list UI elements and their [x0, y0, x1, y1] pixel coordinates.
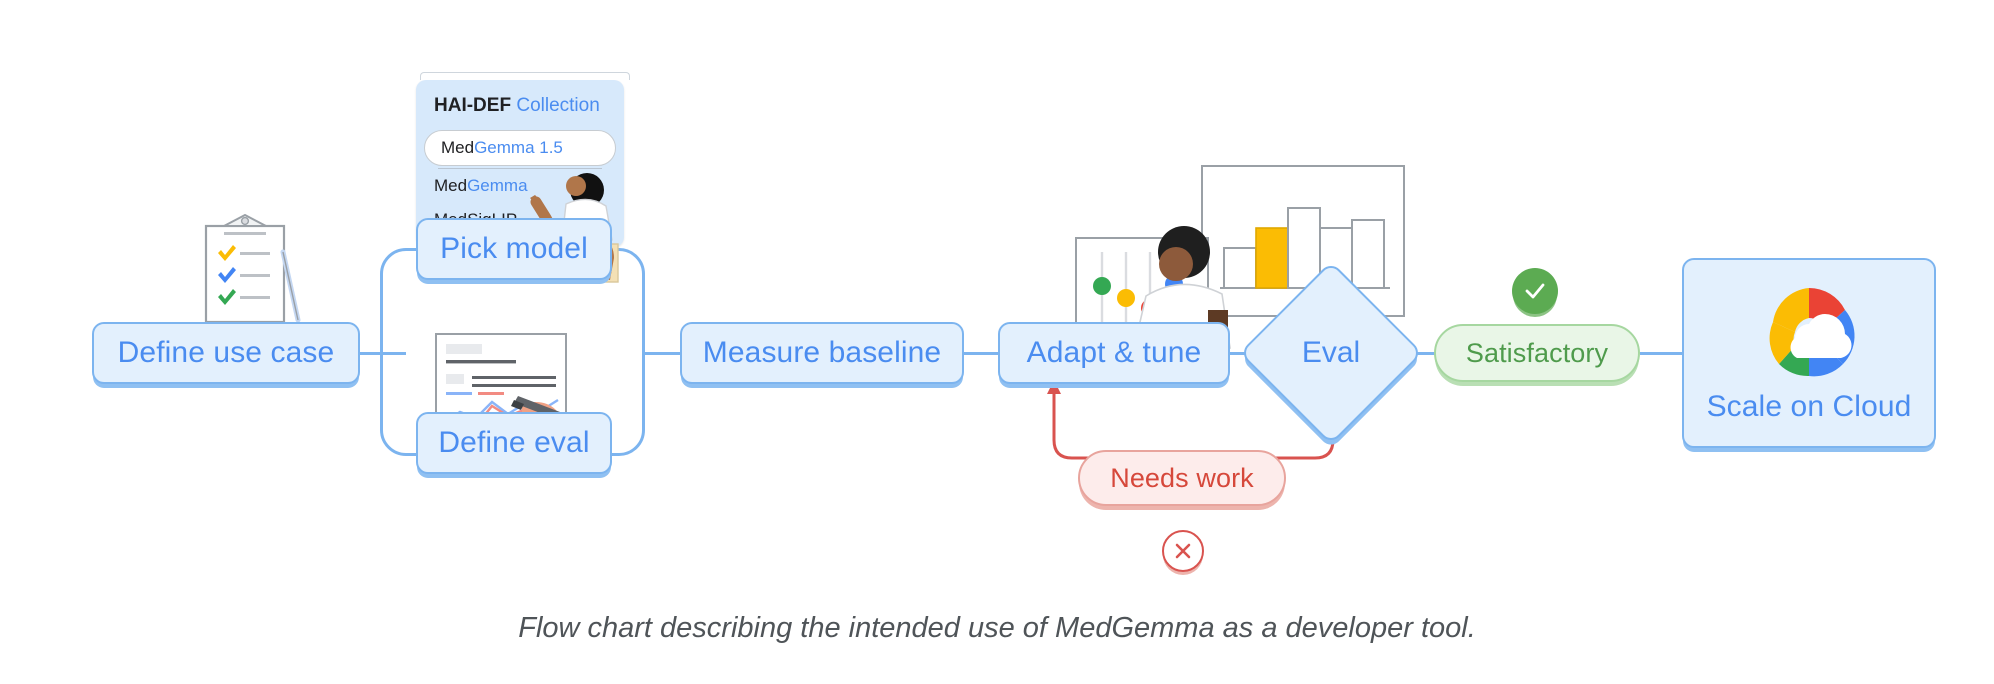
clipboard-checklist-icon: [204, 213, 301, 324]
node-label: Satisfactory: [1465, 337, 1609, 368]
check-glyph: [1525, 283, 1545, 299]
connector-measure-to-adapt: [962, 352, 1000, 355]
x-circle-icon: [1162, 530, 1204, 572]
node-label: Measure baseline: [702, 336, 942, 369]
connector-bracket-to-measure: [645, 352, 683, 355]
cross-glyph: [1175, 543, 1191, 559]
node-measure-baseline[interactable]: Measure baseline: [680, 322, 964, 384]
node-label: Define use case: [117, 336, 335, 369]
connector-usecase-to-bracket: [360, 352, 406, 355]
panel-title-bold: HAI-DEF: [434, 95, 512, 116]
model-name-prefix: Med: [441, 138, 475, 157]
node-adapt-and-tune[interactable]: Adapt & tune: [998, 322, 1230, 384]
node-label: Define eval: [438, 426, 590, 459]
panel-title-accent: Collection: [516, 95, 600, 116]
bar-chart-board-icon: [1075, 165, 1405, 358]
panel-title: HAI-DEF Collection: [416, 86, 624, 128]
node-needs-work[interactable]: Needs work: [1078, 450, 1286, 506]
node-satisfactory[interactable]: Satisfactory: [1434, 324, 1640, 382]
node-pick-model[interactable]: Pick model: [416, 218, 612, 280]
model-name-prefix: Med: [434, 176, 468, 195]
connector-satisfactory-to-scale: [1640, 352, 1682, 355]
model-list-item-selected[interactable]: MedGemma 1.5: [424, 130, 616, 166]
model-list-item-medgemma[interactable]: MedGemma: [416, 169, 624, 203]
panel-divider: [438, 168, 602, 169]
node-label: Scale on Cloud: [1706, 390, 1912, 423]
model-name-accent: Gemma 1.5: [474, 138, 563, 157]
node-define-eval[interactable]: Define eval: [416, 412, 612, 474]
node-define-use-case[interactable]: Define use case: [92, 322, 360, 384]
node-label: Adapt & tune: [1026, 336, 1202, 369]
model-name-accent: Gemma: [467, 176, 528, 195]
figure-caption: Flow chart describing the intended use o…: [518, 612, 1476, 644]
node-scale-on-cloud[interactable]: Scale on Cloud: [1682, 258, 1936, 448]
google-cloud-icon: [1769, 287, 1855, 377]
panel-top-edge: [420, 72, 630, 80]
node-label: Pick model: [440, 232, 588, 265]
check-circle-icon: [1512, 268, 1558, 314]
node-label: Needs work: [1110, 462, 1254, 493]
